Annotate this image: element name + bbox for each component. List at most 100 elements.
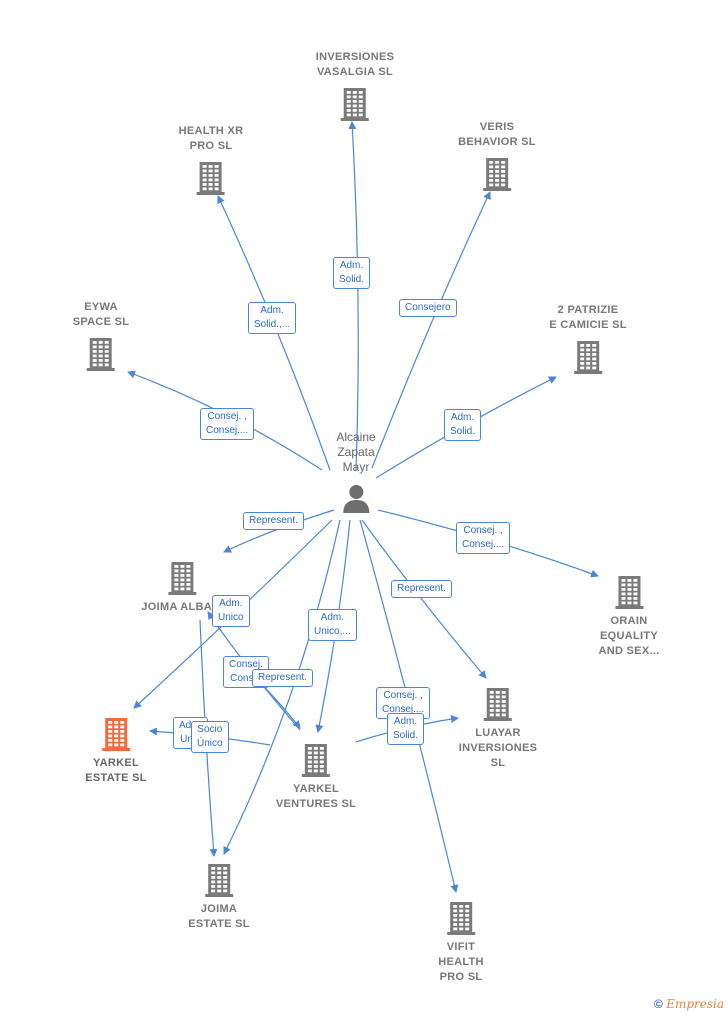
building-icon [447, 902, 475, 935]
edge-label-text: Adm. [320, 612, 345, 623]
edge-label-text: Unico [218, 612, 244, 623]
company-label-line: ESTATE SL [188, 918, 250, 930]
edge-label-e-consej4[interactable]: Consej. , Consej.... [376, 687, 431, 719]
company-node-vifit[interactable]: VIFIT HEALTH PRO SL [438, 900, 484, 985]
company-node-joimaalba[interactable]: JOIMA ALBA S [141, 560, 222, 615]
edge-label-e-represent1[interactable]: Represent. [243, 512, 304, 530]
edge-label-e-orain[interactable]: Consej. , Consej.... [456, 522, 511, 554]
company-label-line: E CAMICIE SL [549, 319, 627, 331]
company-node-joimaestate[interactable]: JOIMA ESTATE SL [188, 862, 250, 932]
edge-label-text: Consej. , [207, 411, 247, 422]
edge-label-text: Adm. [219, 598, 243, 609]
company-node-orain[interactable]: ORAIN EQUALITY AND SEX... [598, 574, 659, 659]
company-label-line: VIFIT [446, 941, 476, 953]
edge-label-text: Consej. [229, 659, 263, 670]
edge-label-text: Consej. , [463, 525, 503, 536]
company-label-line: AND SEX... [598, 645, 660, 657]
company-label-line: JOIMA [200, 903, 238, 915]
empresia-logo: © Empresia [654, 997, 724, 1011]
person-icon [342, 485, 369, 513]
company-node-luayar[interactable]: LUAYAR INVERSIONES SL [459, 686, 538, 771]
edge-line-1 [348, 121, 359, 471]
company-node-eywa[interactable]: EYWA SPACE SL [73, 300, 130, 372]
company-label-line: EQUALITY [599, 630, 659, 642]
building-icon [302, 744, 330, 777]
company-label-line: JOIMA ALBA S [141, 601, 223, 613]
edge-label-text: Adm. [260, 305, 284, 316]
edge-label-text: Único [197, 738, 223, 749]
building-icon [196, 162, 225, 195]
edge-label-text: Un... [179, 733, 202, 747]
company-label-line: INVERSIONES [458, 742, 538, 754]
company-label-line: EYWA [84, 301, 118, 313]
building-icon [614, 576, 643, 609]
building-icon [484, 688, 512, 721]
company-node-patrizie[interactable]: 2 PATRIZIE E CAMICIE SL [549, 303, 627, 375]
person-name-line-2: Zapata [337, 445, 375, 459]
company-label-line: YARKEL [92, 757, 140, 769]
edge-label-text: Socio [197, 724, 223, 735]
building-icon [204, 864, 233, 897]
edge-label-text: Unico,... [314, 626, 351, 637]
edge-label-text: Solid. [450, 426, 476, 437]
building-icon [574, 341, 602, 374]
edge-label-e-admsolid4[interactable]: Adm. Solid. [387, 713, 425, 745]
edge-label-e-healthxr[interactable]: Adm. Solid.,... [248, 302, 297, 334]
edge-label-text: Consej.... [206, 425, 249, 436]
edge-label-e-represent3[interactable]: Represent. [252, 669, 313, 687]
edge-line-11 [223, 519, 341, 855]
company-label-line: YARKEL [292, 783, 339, 795]
copyright-symbol: © [654, 997, 663, 1011]
edge-label-text: Cons... [230, 673, 262, 684]
edge-label-e-eywa[interactable]: Consej. , Consej.... [200, 408, 255, 440]
company-label-line: BEHAVIOR SL [458, 136, 536, 148]
company-label-line: PRO SL [439, 971, 483, 983]
company-node-yarkelestate[interactable]: YARKEL ESTATE SL [85, 716, 147, 786]
edge-label-text: Consej.... [462, 539, 505, 550]
edge-label-text: Consej.... [382, 704, 425, 715]
edge-label-text: Solid. [339, 274, 365, 285]
edge-line-6 [223, 509, 335, 553]
edge-label-text: Solid. [393, 730, 419, 741]
edge-label-e-inversiones[interactable]: Adm. Solid. [333, 257, 371, 289]
building-icon [168, 562, 196, 595]
brand-name: Empresia [666, 997, 724, 1011]
company-label-line: LUAYAR [475, 727, 521, 739]
company-label-line: INVERSIONES [315, 51, 395, 63]
building-icon [101, 718, 130, 751]
company-label-line: ORAIN [610, 615, 648, 627]
edge-label-text: Consejero [405, 302, 451, 313]
person-node[interactable]: Alcaine Zapata Mayr [336, 430, 376, 515]
edge-label-text: Solid.,... [254, 319, 291, 330]
building-icon [482, 158, 511, 191]
person-name-line-3: Mayr [342, 460, 370, 474]
company-node-inversiones[interactable]: INVERSIONES VASALGIA SL [316, 50, 395, 122]
edge-label-e-patrizie[interactable]: Adm. Solid. [444, 409, 482, 441]
edge-label-text: Represent. [249, 515, 298, 526]
company-label-line: ESTATE SL [85, 772, 147, 784]
company-label-line: VENTURES SL [275, 798, 357, 810]
company-label-line: VERIS [479, 121, 515, 133]
edge-label-e-veris[interactable]: Consejero [399, 299, 457, 317]
person-name-line-1: Alcaine [336, 430, 376, 444]
edge-label-e-represent2[interactable]: Represent. [391, 580, 452, 598]
company-node-yarkelventures[interactable]: YARKEL VENTURES SL [276, 742, 356, 812]
company-label-line: HEALTH XR [178, 125, 244, 137]
company-label-line: HEALTH [438, 956, 484, 968]
edge-label-e-admunico1[interactable]: Adm. Unico [212, 595, 250, 627]
company-label-line: SPACE SL [72, 316, 130, 328]
edge-label-e-admunico2[interactable]: Adm. Unico,... [308, 609, 357, 641]
edge-label-text: Adm. [450, 412, 475, 423]
company-node-veris[interactable]: VERIS BEHAVIOR SL [458, 120, 536, 192]
edge-label-text: Adm. [393, 716, 418, 727]
company-label-line: VASALGIA SL [316, 66, 394, 78]
company-label-line: SL [490, 757, 506, 769]
edge-line-3 [371, 191, 491, 469]
edge-label-text: Represent. [397, 583, 446, 594]
edge-label-text: Adm. [339, 260, 364, 271]
company-label-line: 2 PATRIZIE [557, 304, 619, 316]
edge-label-text: Consej. , [383, 690, 423, 701]
edge-label-text: Represent. [258, 672, 307, 683]
